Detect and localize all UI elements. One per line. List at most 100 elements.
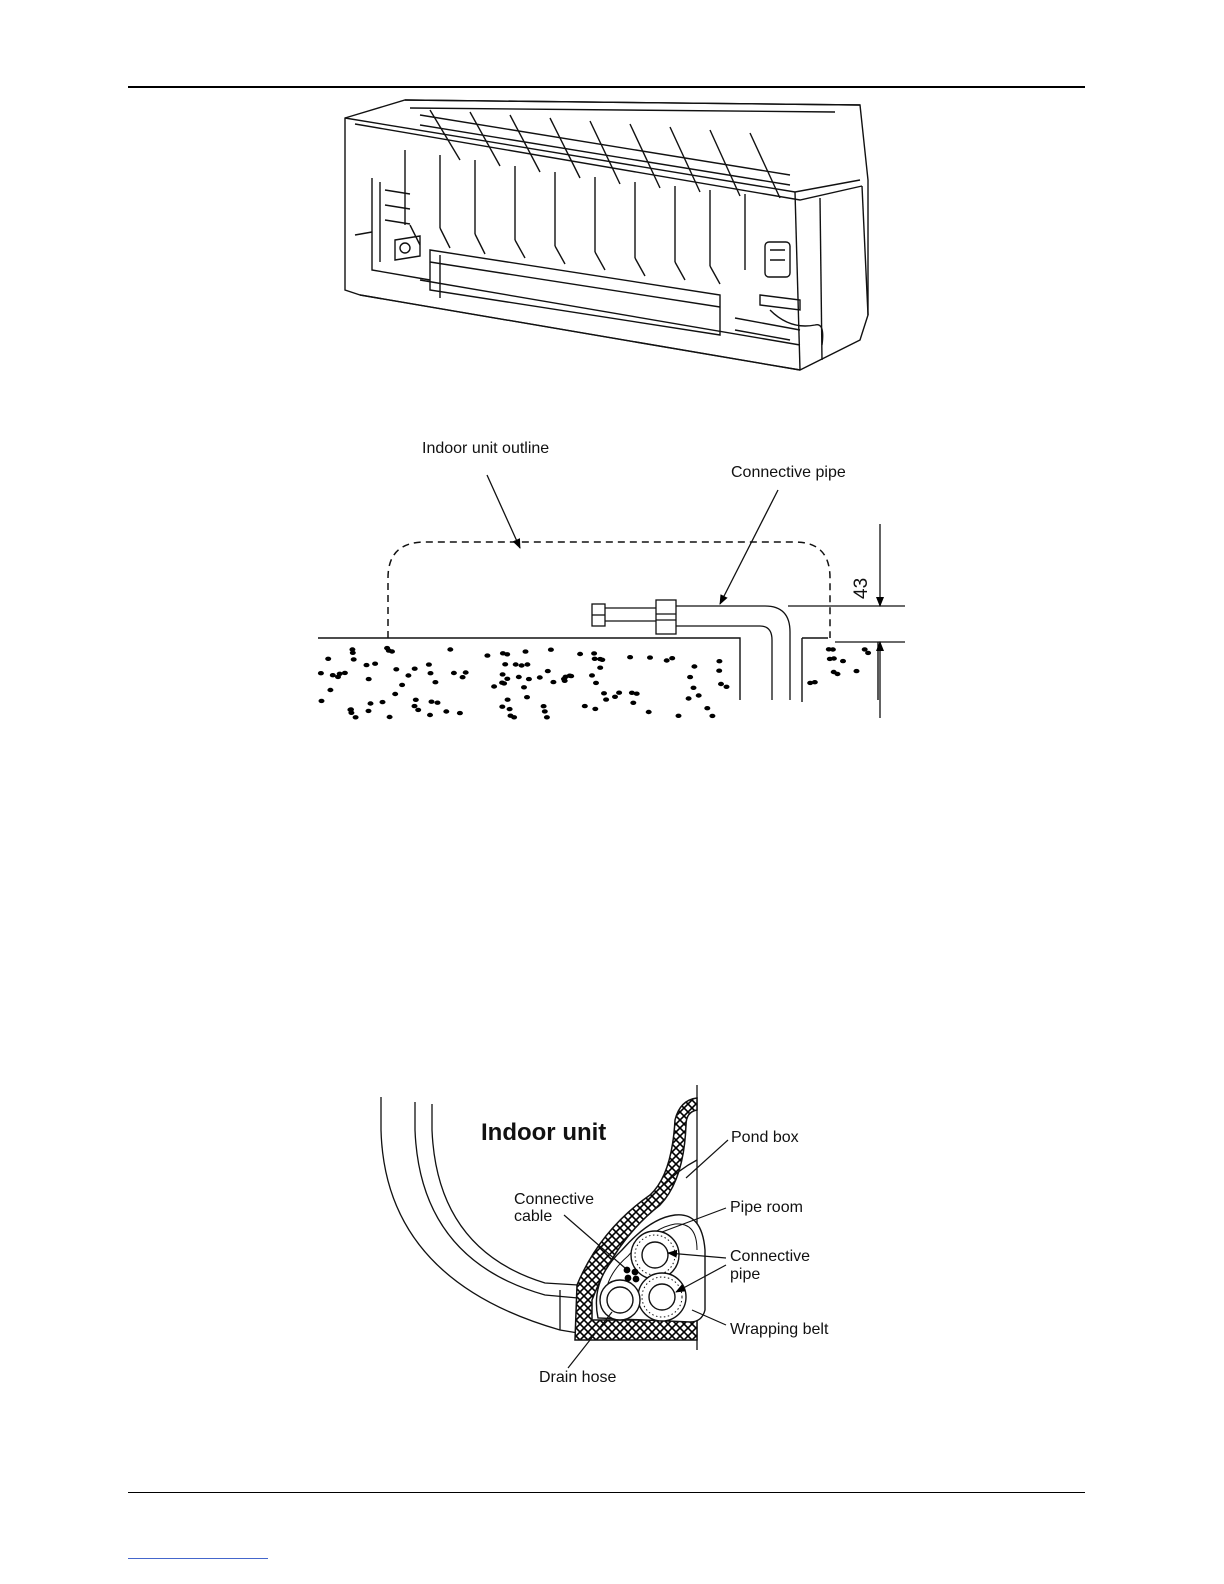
wall-dot <box>593 681 599 685</box>
drain-hose <box>600 1280 640 1320</box>
wall-dot <box>429 700 435 704</box>
wall-dot <box>415 708 421 712</box>
wall-dot <box>577 652 583 656</box>
wall-dot <box>716 659 722 663</box>
wall-dot <box>435 701 441 705</box>
connective-pipe-label: Connective pipe <box>731 464 846 481</box>
wall-dot <box>342 671 348 675</box>
wall-dot <box>366 677 372 681</box>
wall-dot <box>862 647 868 651</box>
indoor-unit-outline <box>388 542 830 638</box>
wall-dot <box>592 657 598 661</box>
wall-dot <box>646 710 652 714</box>
wall-dot <box>686 696 692 700</box>
wall-dot <box>372 662 378 666</box>
pond-box-leader <box>686 1140 728 1178</box>
wall-dots <box>318 646 871 720</box>
wall-dot <box>392 692 398 696</box>
wall-dot <box>387 715 393 719</box>
wall-dot <box>325 657 331 661</box>
wall-dot <box>516 675 522 679</box>
wall-dot <box>567 674 573 678</box>
connective-pipe-label-1: Connective <box>730 1248 810 1265</box>
wall-dot <box>550 680 556 684</box>
wall-dot <box>709 714 715 718</box>
wall-dot <box>432 680 438 684</box>
pipe-routing-figure: 43 Indoor unit outline Connective pipe <box>318 440 905 720</box>
wall-dot <box>460 675 466 679</box>
wall-dot <box>463 670 469 674</box>
wall-dot <box>562 679 568 683</box>
wall-dot <box>428 671 434 675</box>
footer-link-underline <box>128 1558 268 1559</box>
wall-dot <box>724 685 730 689</box>
pond-box-label: Pond box <box>731 1129 799 1146</box>
dimension-43 <box>788 524 905 718</box>
wall-dot <box>405 673 411 677</box>
wall-dot <box>627 655 633 659</box>
wall-dot <box>412 667 418 671</box>
wall-dot <box>351 657 357 661</box>
connective-pipe-label-2: pipe <box>730 1266 760 1283</box>
wall-dot <box>524 695 530 699</box>
wall-dot <box>664 658 670 662</box>
wall-dot <box>647 655 653 659</box>
connective-pipe <box>592 600 790 700</box>
wall-dot <box>327 688 333 692</box>
wrapping-belt-label: Wrapping belt <box>730 1321 829 1338</box>
wall-dot <box>318 671 324 675</box>
wall-dot <box>380 700 386 704</box>
wall-dot <box>582 704 588 708</box>
wall-dot <box>368 701 374 705</box>
pipe-bundle-figure: Indoor unit Pond box Pipe room Connectiv… <box>381 1085 829 1386</box>
wall-dot <box>854 669 860 673</box>
wall-dot <box>502 662 508 666</box>
wall-dot <box>599 658 605 662</box>
wall-dot <box>499 705 505 709</box>
wall-dot <box>676 714 682 718</box>
wall-dot <box>597 666 603 670</box>
wall-dot <box>521 685 527 689</box>
wall-dot <box>526 677 532 681</box>
wall-dot <box>630 701 636 705</box>
drain-hose-label: Drain hose <box>539 1369 616 1386</box>
wall-dot <box>612 695 618 699</box>
wall-dot <box>447 647 453 651</box>
wall-dot <box>544 715 550 719</box>
wall-dot <box>589 673 595 677</box>
wall-dot <box>542 709 548 713</box>
wall-dot <box>347 708 353 712</box>
wall-dot <box>457 711 463 715</box>
wall-dot <box>691 664 697 668</box>
wall-dot <box>399 683 405 687</box>
wall-dot <box>491 684 497 688</box>
wall-dot <box>835 672 841 676</box>
wall-dot <box>537 675 543 679</box>
wall-dot <box>691 686 697 690</box>
wall-dot <box>669 656 675 660</box>
wall-dot <box>500 651 506 655</box>
wall-dot <box>366 709 372 713</box>
wall-dot <box>830 647 836 651</box>
wall-slab <box>318 638 878 702</box>
wall-dot <box>687 675 693 679</box>
wall-dot <box>337 672 343 676</box>
footer-rule <box>128 1492 1085 1493</box>
wall-dot <box>507 707 513 711</box>
wall-dot <box>524 662 530 666</box>
wall-dot <box>616 691 622 695</box>
wall-dot <box>591 651 597 655</box>
wall-dot <box>353 715 359 719</box>
wall-dot <box>505 698 511 702</box>
wall-dot <box>519 663 525 667</box>
wall-dot <box>592 707 598 711</box>
outline-leader <box>487 475 520 548</box>
wall-dot <box>603 697 609 701</box>
wall-dot <box>427 713 433 717</box>
wall-dot <box>827 657 833 661</box>
wall-dot <box>704 706 710 710</box>
wall-dot <box>541 704 547 708</box>
wall-dot <box>548 648 554 652</box>
wall-dot <box>350 651 356 655</box>
wall-dot <box>601 691 607 695</box>
